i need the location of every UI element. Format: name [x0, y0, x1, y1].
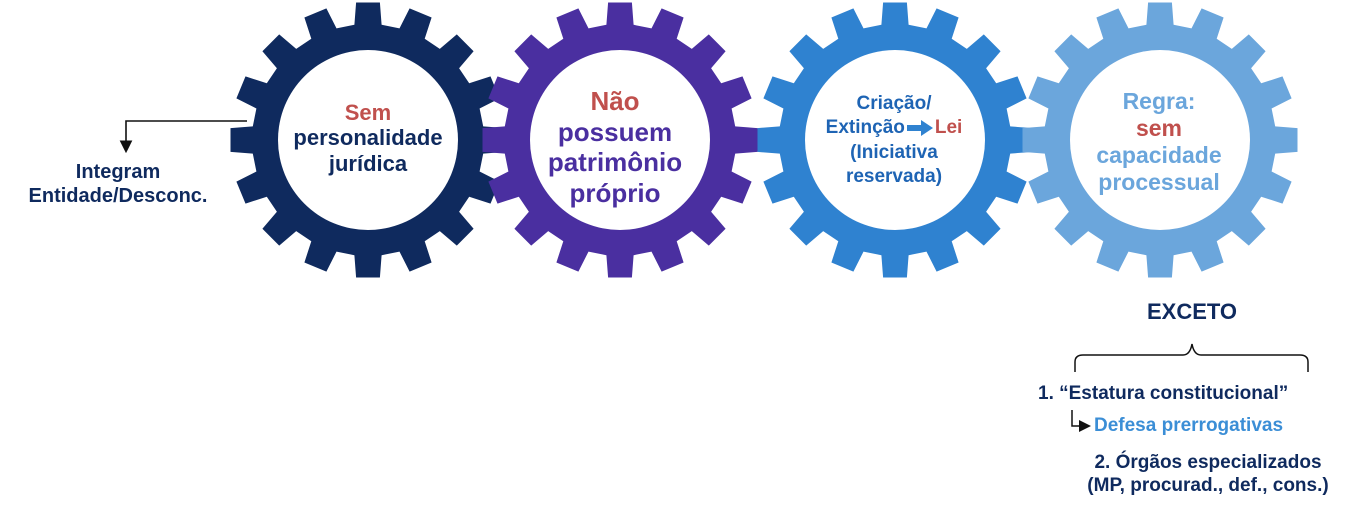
gear4-line4: processual — [1098, 169, 1220, 196]
exception-item2-line1: 2. Órgãos especializados — [1094, 452, 1322, 473]
gear3-line2a: Extinção — [825, 117, 905, 139]
gear2-line2: possuem — [557, 116, 673, 147]
gear1-label: Sem personalidade jurídica — [283, 100, 453, 176]
gear3-line4: reservada) — [845, 165, 943, 187]
right-arrow-icon — [906, 120, 933, 137]
left-note: Integram Entidade/Desconc. — [6, 160, 230, 209]
gear2-line1: Não — [590, 86, 640, 116]
exception-item1: 1. “Estatura constitucional” — [1038, 383, 1289, 404]
left-note-line2: Entidade/Desconc. — [28, 185, 208, 208]
gear2-label: Não possuem patrimônio próprio — [530, 86, 700, 209]
gear3-line2: Extinção Lei — [809, 116, 979, 140]
gear4-line2: sem — [1135, 115, 1183, 142]
gear3-label: Criação/ Extinção Lei (Iniciativa reserva… — [809, 92, 979, 189]
gear4-label: Regra: sem capacidade processual — [1074, 88, 1244, 197]
gear2-line3: patrimônio — [547, 147, 683, 178]
gear1-hub — [278, 50, 458, 230]
gear2-line4: próprio — [569, 178, 661, 209]
gear4-hub — [1070, 50, 1250, 230]
gear3-line3: (Iniciativa — [850, 141, 938, 163]
gear3-line2b: Lei — [934, 117, 963, 139]
exception-item2: 2. Órgãos especializados (MP, procurad.,… — [1060, 452, 1352, 498]
exception-brace — [1074, 343, 1309, 372]
gear3-hub — [805, 50, 985, 230]
gear1-line2: personalidade — [293, 125, 443, 151]
gear3-line1: Criação/ — [856, 93, 932, 114]
connector-arrow — [119, 120, 247, 154]
gear1-line1: Sem — [344, 100, 392, 125]
exception-item2-line2: (MP, procurad., def., cons.) — [1087, 474, 1329, 496]
gear4-line3: capacidade — [1096, 142, 1222, 169]
gear1-line3: jurídica — [328, 150, 408, 176]
exception-item1-sub: Defesa prerrogativas — [1094, 415, 1284, 436]
gear4-line1: Regra: — [1122, 88, 1196, 114]
exception-title: EXCETO — [1146, 299, 1238, 324]
gear2-hub — [530, 50, 710, 230]
left-note-line1: Integram — [75, 161, 161, 183]
sub-arrow — [1071, 410, 1091, 432]
